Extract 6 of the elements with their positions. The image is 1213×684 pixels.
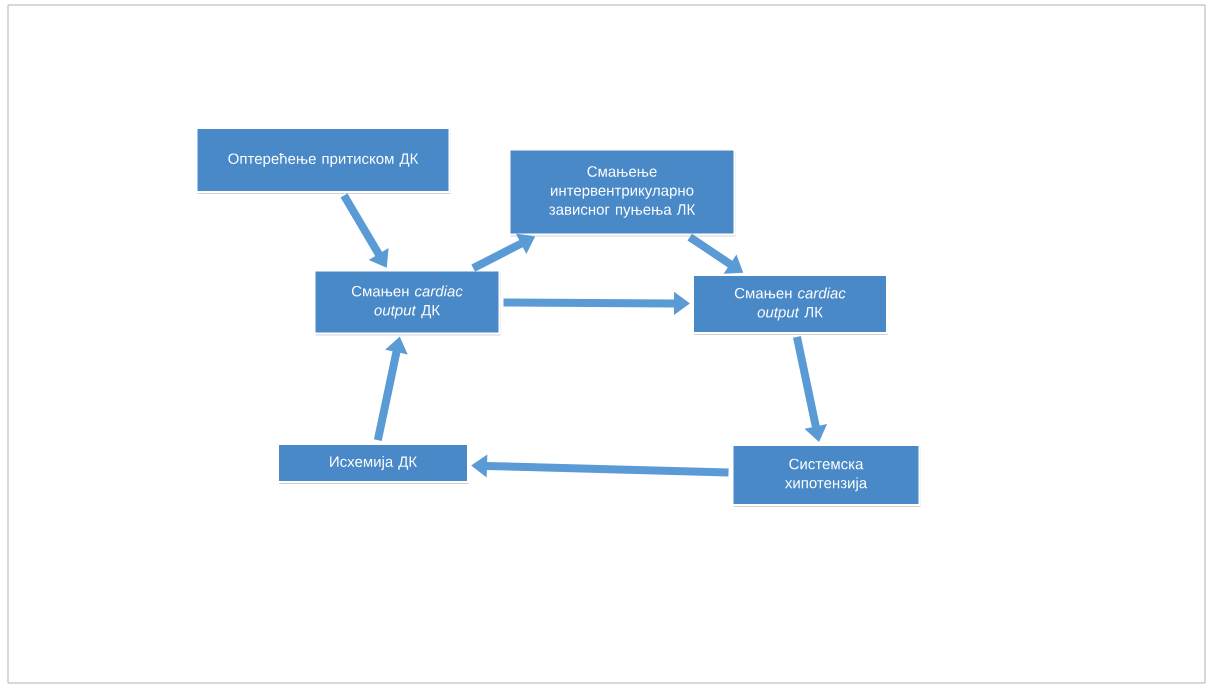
process-box: Смањење интервентрикуларно зависног пуњења ЛК: [508, 148, 736, 237]
process-box: Системска хипотензија: [731, 444, 921, 507]
process-box: Смањен cardiac output ДК: [313, 269, 501, 336]
process-box: Смањен cardiac output ЛК: [692, 274, 888, 335]
process-box: Оптерећење притиском ДК: [195, 127, 451, 194]
process-box: Исхемија ДК: [277, 443, 469, 484]
